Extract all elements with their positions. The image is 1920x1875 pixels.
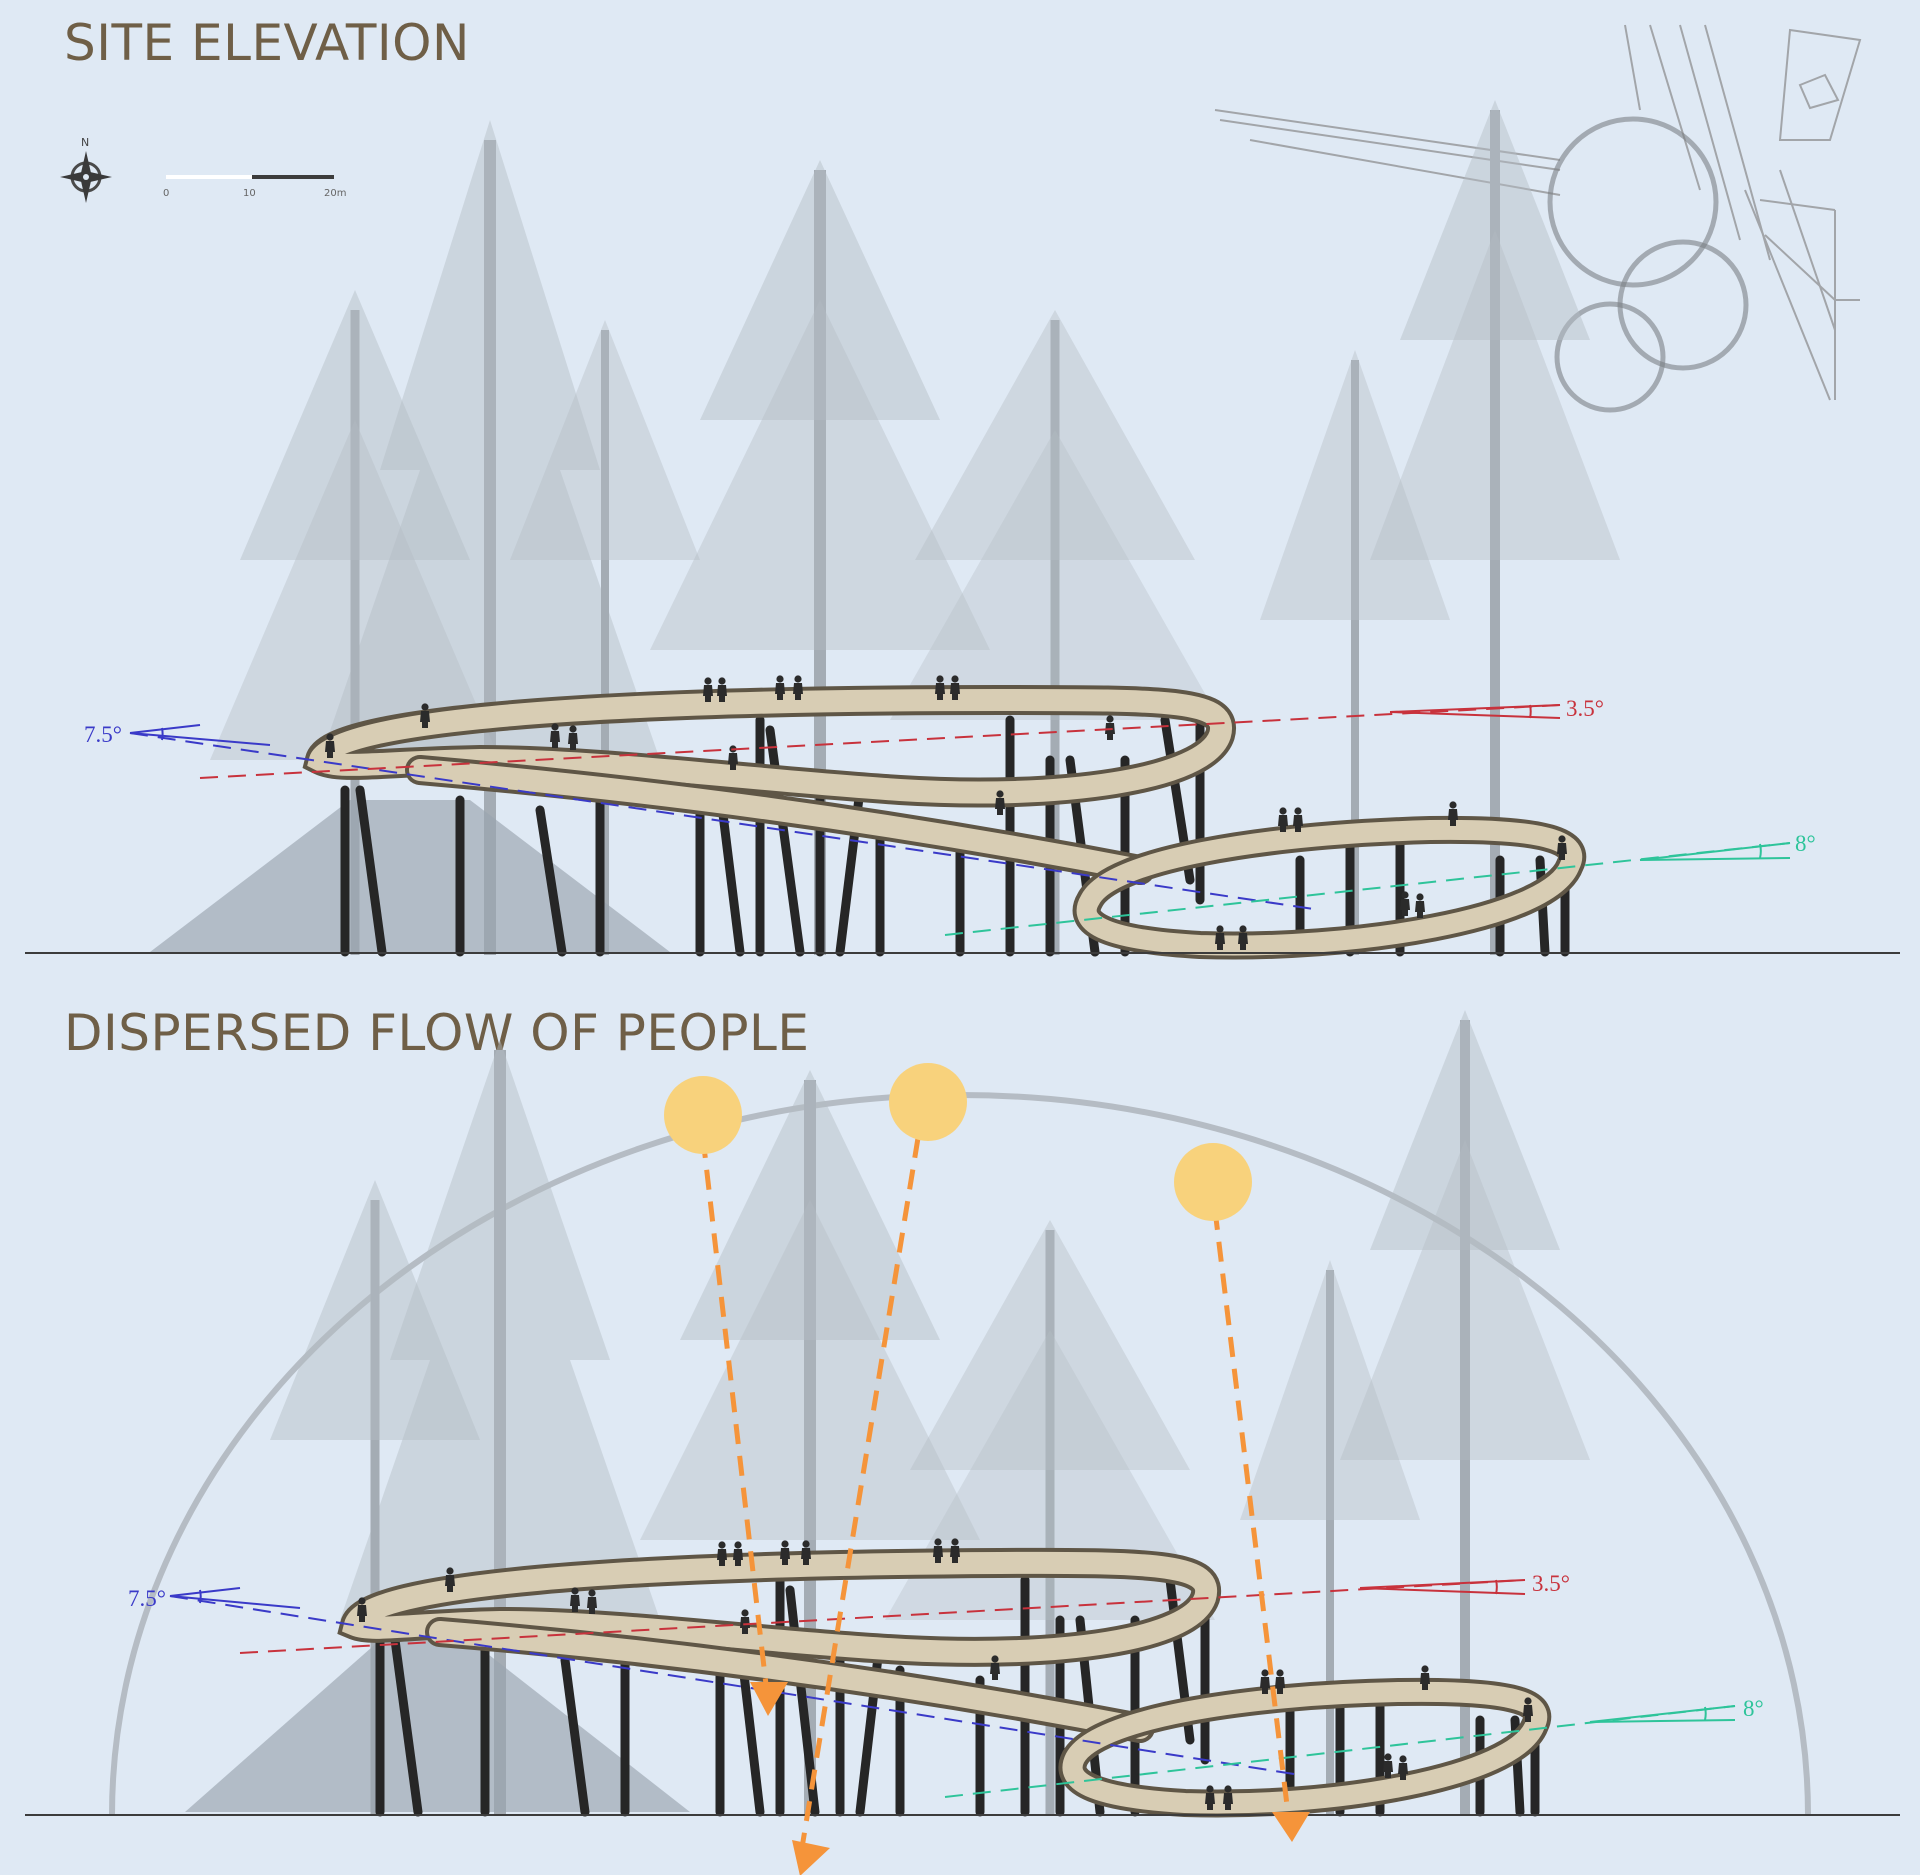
slope-lower-label: 8° bbox=[1743, 1696, 1764, 1721]
site-plan-sketch bbox=[1214, 24, 1862, 413]
sun-rays bbox=[700, 1137, 1293, 1861]
suns bbox=[664, 1063, 1252, 1221]
slope-left-label: 7.5° bbox=[84, 722, 122, 747]
tree-icon bbox=[640, 1070, 980, 1815]
scale-bar: 0 10 20m bbox=[163, 175, 346, 199]
slope-upper-indicator bbox=[239, 1579, 1526, 1654]
site-elevation-title: SITE ELEVATION bbox=[64, 14, 470, 72]
slope-lower-label: 8° bbox=[1795, 831, 1816, 856]
sun-ray-2 bbox=[797, 1137, 921, 1861]
flow-panel: 7.5° 3.5° 8° bbox=[25, 1010, 1900, 1875]
slope-upper-indicator bbox=[199, 704, 1561, 779]
slope-left-label: 7.5° bbox=[128, 1586, 166, 1611]
slope-left-indicator bbox=[169, 1587, 1301, 1776]
ground-shadow bbox=[150, 800, 670, 952]
slope-left-indicator bbox=[129, 724, 1321, 911]
tree-icon bbox=[510, 320, 700, 955]
tree-icon bbox=[1240, 1260, 1420, 1815]
person-icon bbox=[990, 1655, 1000, 1680]
slope-lower-indicator bbox=[944, 1705, 1736, 1798]
person-icon bbox=[1415, 893, 1425, 918]
walkway bbox=[337, 1547, 1552, 1818]
scale-label-0: 0 bbox=[163, 188, 169, 199]
tree-group bbox=[210, 100, 1620, 955]
ground-shadow bbox=[185, 1640, 690, 1812]
sun-icon bbox=[664, 1076, 742, 1154]
tree-group bbox=[270, 1010, 1590, 1815]
sun-icon bbox=[1174, 1143, 1252, 1221]
slope-lower-indicator bbox=[944, 842, 1791, 936]
arrow-down-icon bbox=[750, 1682, 788, 1716]
dispersed-flow-title: DISPERSED FLOW OF PEOPLE bbox=[64, 1004, 810, 1062]
scale-label-10: 10 bbox=[243, 188, 256, 199]
person-icon bbox=[1105, 715, 1115, 740]
slope-upper-label: 3.5° bbox=[1566, 696, 1604, 721]
sun-icon bbox=[889, 1063, 967, 1141]
north-label: N bbox=[81, 136, 89, 149]
slope-upper-label: 3.5° bbox=[1532, 1571, 1570, 1596]
elevation-panel: N 0 10 20m bbox=[25, 24, 1900, 960]
arrow-down-icon bbox=[792, 1840, 830, 1875]
ray-arrowheads bbox=[750, 1682, 1310, 1875]
scale-label-20m: 20m bbox=[324, 188, 346, 199]
compass-icon bbox=[60, 151, 112, 203]
tree-icon bbox=[1370, 100, 1620, 955]
sun-ray-3 bbox=[1212, 1209, 1293, 1831]
tree-icon bbox=[1260, 350, 1450, 955]
person-icon bbox=[995, 790, 1005, 815]
arrow-down-icon bbox=[1272, 1812, 1310, 1842]
